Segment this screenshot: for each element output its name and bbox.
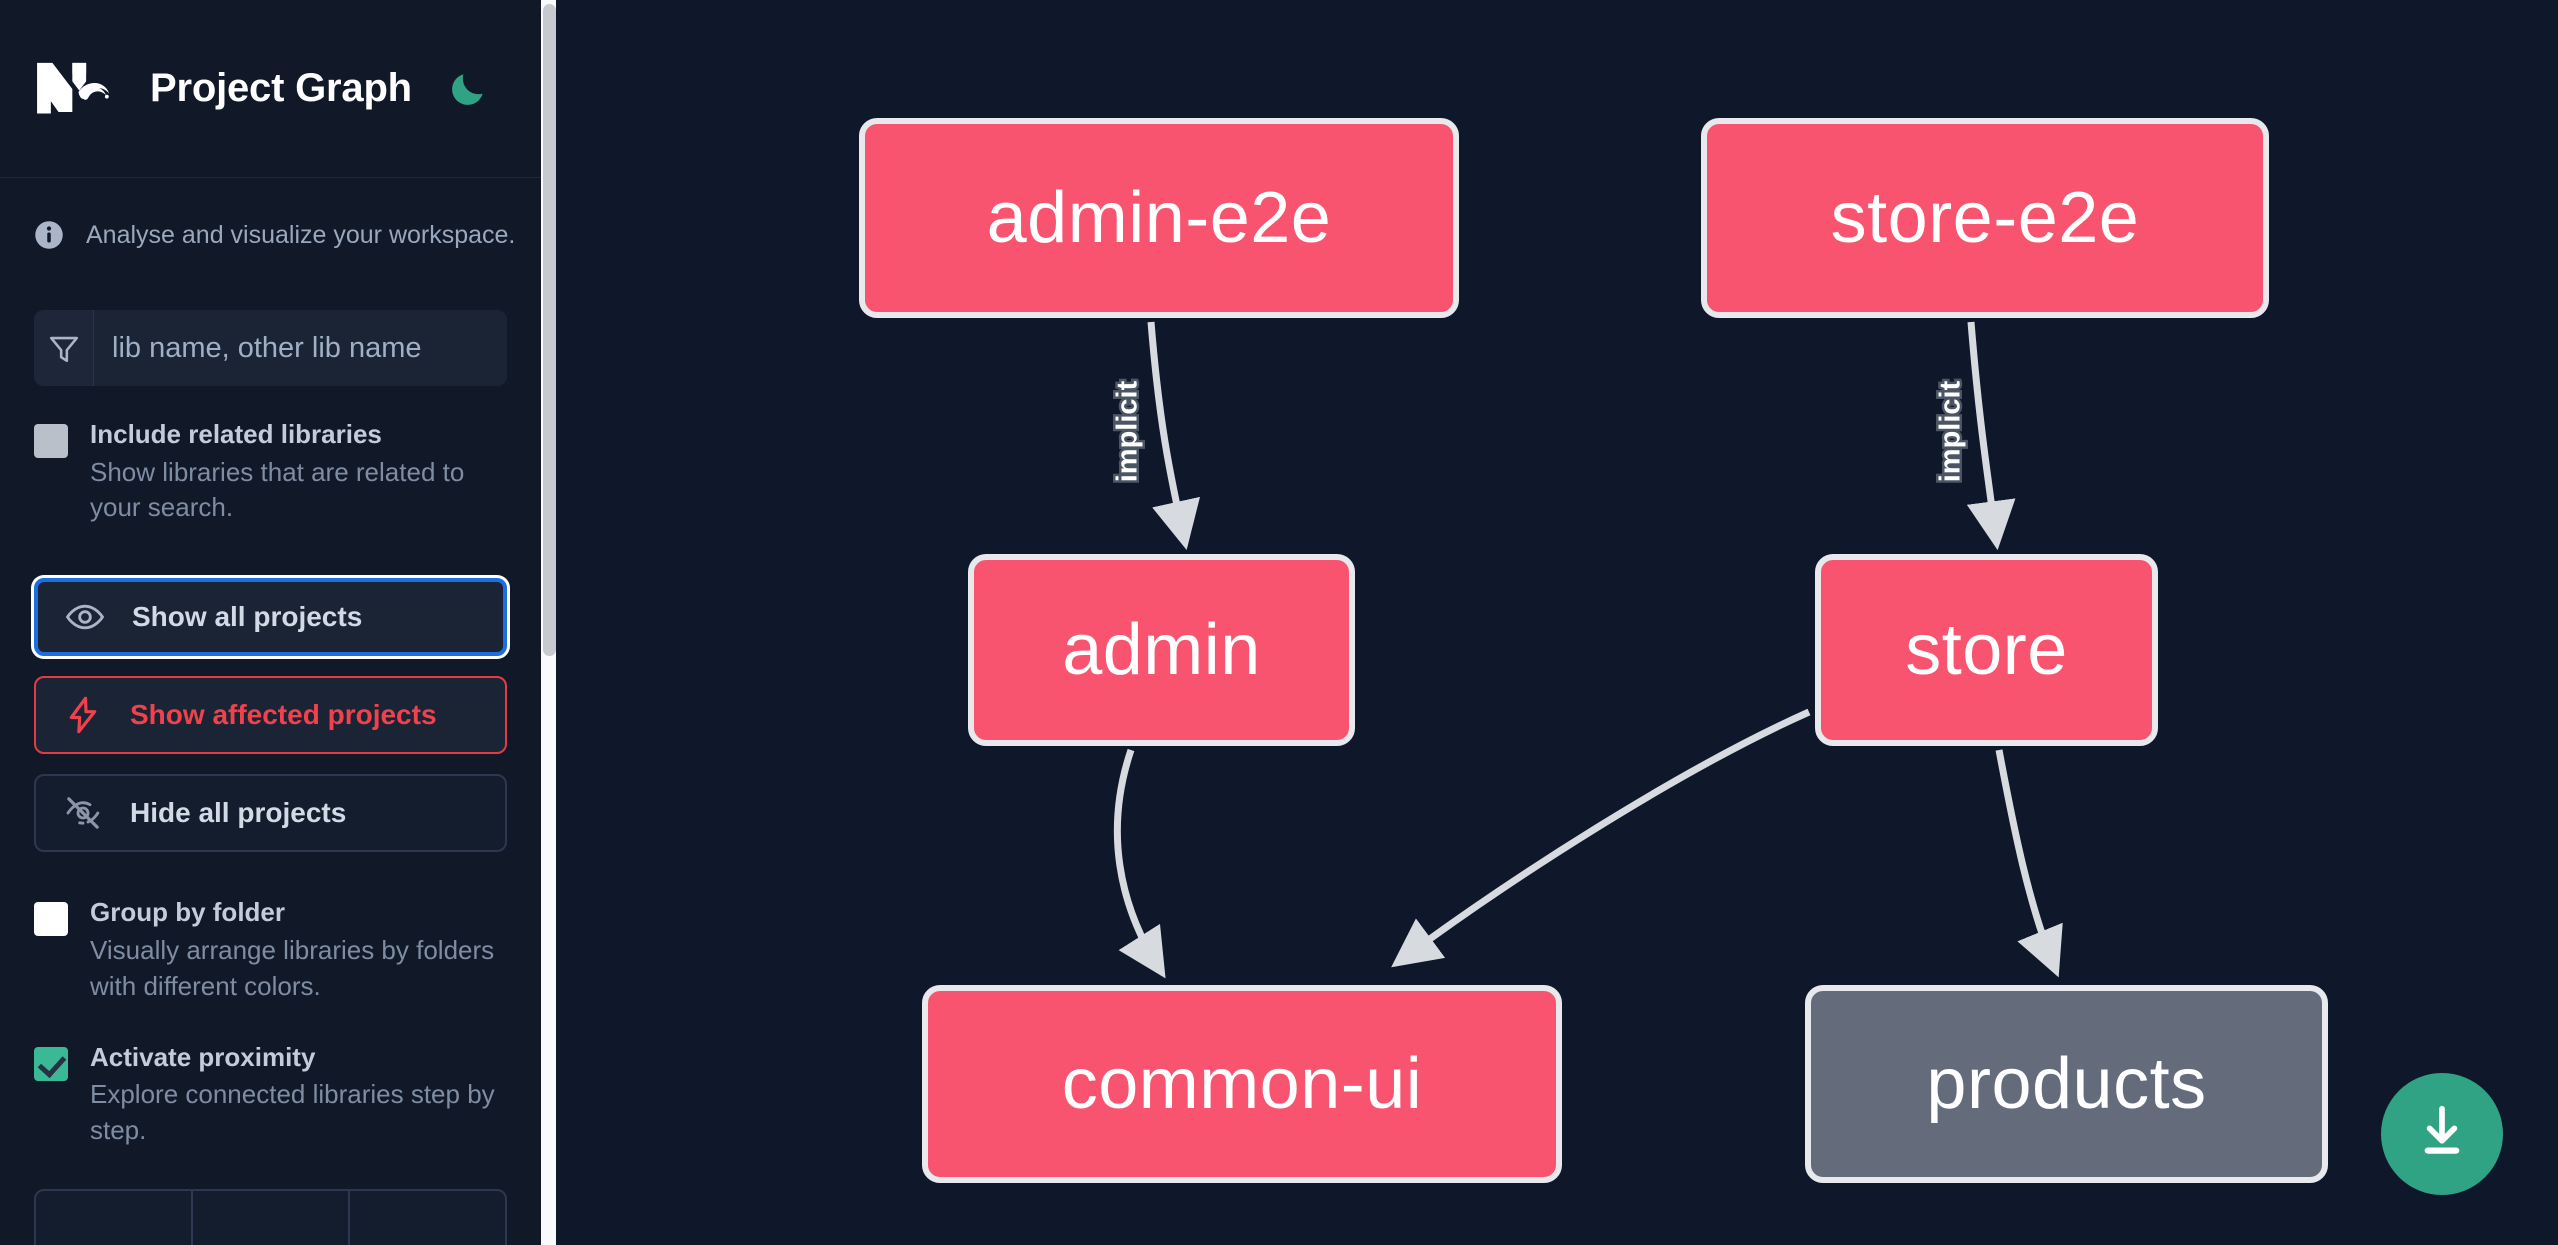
node-label: store [1905,610,2068,690]
sidebar-info: Analyse and visualize your workspace. [0,178,541,250]
sidebar-scrollbar-track[interactable] [541,0,559,1245]
node-label: common-ui [1061,1044,1423,1124]
sidebar-scrollbar-thumb[interactable] [543,4,556,656]
sidebar: Project Graph Analyse and visualize your… [0,0,559,1245]
sidebar-edge [556,0,559,1245]
checkbox-description: Show libraries that are related to your … [90,456,465,523]
proximity-step-segmented-control[interactable] [34,1188,507,1245]
graph-canvas[interactable]: admin-e2e store-e2e admin store common-u… [559,0,2558,1245]
show-affected-projects-button[interactable]: Show affected projects [34,676,507,755]
show-all-projects-button[interactable]: Show all projects [34,578,507,657]
checkbox-box[interactable] [34,1046,68,1081]
node-label: products [1926,1044,2207,1124]
checkbox-group-by-folder[interactable]: Group by folder Visually arrange librari… [0,852,541,1004]
nx-logo-icon [34,58,126,120]
filter-icon [34,310,94,386]
search-field[interactable] [34,310,507,386]
sidebar-header: Project Graph [0,0,541,178]
button-label: Hide all projects [130,797,347,829]
page-title: Project Graph [150,66,412,110]
node-label: admin-e2e [986,178,1332,258]
checkbox-box[interactable] [34,424,68,458]
checkbox-label: Activate proximity [90,1041,316,1072]
graph-node-products[interactable]: products [1805,985,2328,1183]
sidebar-scroll-area: Project Graph Analyse and visualize your… [0,0,541,1245]
checkbox-activate-proximity[interactable]: Activate proximity Explore connected lib… [0,1005,541,1149]
graph-node-store-e2e[interactable]: store-e2e [1701,118,2269,318]
moon-icon[interactable] [444,65,492,113]
node-label: admin [1062,610,1261,690]
button-label: Show affected projects [130,699,437,731]
checkbox-description: Explore connected libraries step by step… [90,1079,495,1145]
visibility-button-group: Show all projects Show affected projects [34,578,507,853]
checkbox-label: Group by folder [90,897,285,928]
edge-store-to-products [1995,749,2063,978]
checkbox-description: Visually arrange libraries by folders wi… [90,934,495,1001]
eye-off-icon [62,792,104,834]
button-label: Show all projects [132,601,363,633]
graph-node-common-ui[interactable]: common-ui [922,985,1562,1183]
hide-all-projects-button[interactable]: Hide all projects [34,774,507,853]
edge-store-e2e-to-store [1966,321,2016,551]
segment-option[interactable] [193,1190,350,1245]
lightning-bolt-icon [62,694,104,736]
edge-admin-to-common-ui [1113,748,1166,979]
edge-admin-e2e-to-admin [1147,321,1201,550]
graph-edges [1113,321,2063,979]
segment-option[interactable] [36,1190,193,1245]
info-circle-icon [34,220,64,250]
search-input[interactable] [94,310,507,386]
checkbox-include-related-libraries[interactable]: Include related libraries Show libraries… [0,386,541,526]
edge-store-to-common-ui [1391,708,1811,968]
download-button[interactable] [2381,1073,2503,1195]
graph-node-store[interactable]: store [1815,554,2158,746]
download-icon [2411,1101,2473,1168]
eye-icon [64,596,106,638]
checkbox-box[interactable] [34,902,68,937]
node-label: store-e2e [1830,178,2140,258]
segment-option[interactable] [350,1191,505,1245]
graph-node-admin[interactable]: admin [968,554,1355,746]
checkbox-label: Include related libraries [90,419,382,449]
graph-node-admin-e2e[interactable]: admin-e2e [859,118,1459,318]
sidebar-info-text: Analyse and visualize your workspace. [86,220,516,249]
